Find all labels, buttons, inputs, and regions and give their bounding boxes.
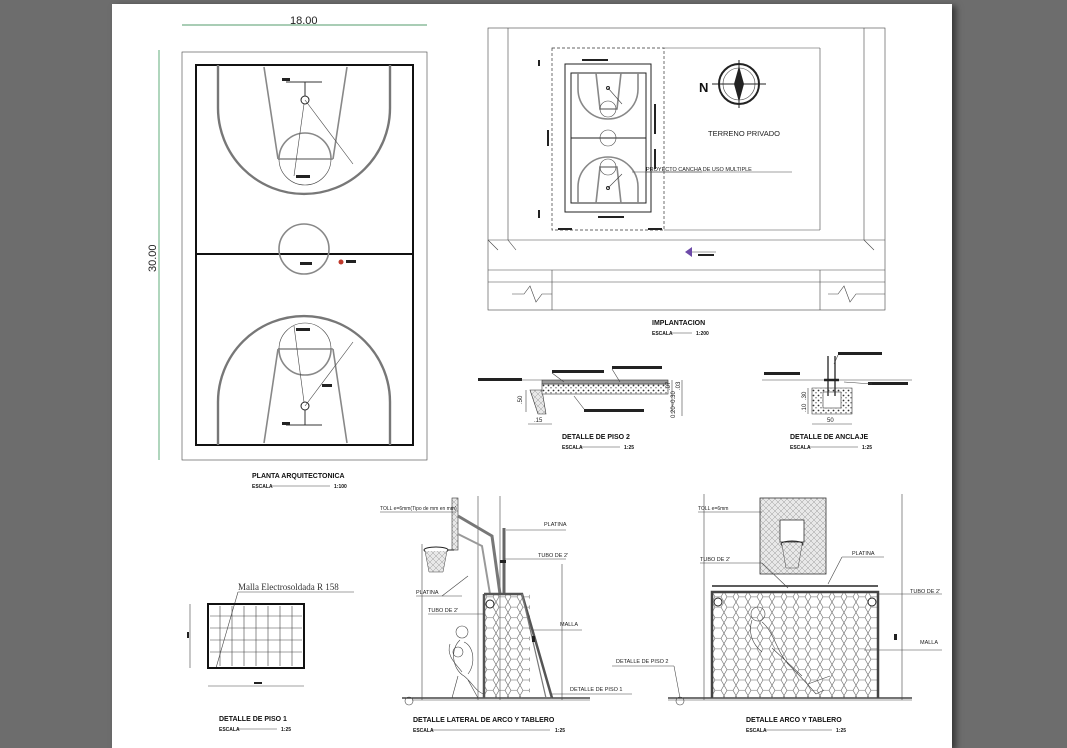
width-dimension: 18.00 bbox=[290, 15, 318, 27]
floor1-scale-value: 1:25 bbox=[281, 727, 291, 733]
front-floor-ref: DETALLE DE PISO 2 bbox=[616, 659, 668, 665]
side-title: DETALLE LATERAL DE ARCO Y TABLERO bbox=[413, 717, 555, 724]
floor2-dim-15: .15 bbox=[534, 418, 543, 424]
side-tubo-left: TUBO DE 2' bbox=[428, 608, 458, 614]
front-platina-label: PLATINA bbox=[852, 551, 875, 557]
front-title: DETALLE ARCO Y TABLERO bbox=[746, 717, 842, 724]
floor-detail-1: Malla Electrosoldada R 158 DETALLE DE PI… bbox=[187, 582, 354, 733]
private-land-label: TERRENO PRIVADO bbox=[708, 129, 780, 138]
north-label: N bbox=[699, 80, 708, 95]
floor2-dim-07: .07 bbox=[666, 381, 672, 390]
side-scale-label: ESCALA bbox=[413, 728, 434, 734]
floor1-scale-label: ESCALA bbox=[219, 727, 240, 733]
floor2-dim-50: .50 bbox=[518, 395, 524, 404]
anchor-detail: .30 .10 50 DETALLE DE ANCLAJE ESCALA 1:2… bbox=[762, 352, 912, 451]
project-label: PROYECTO CANCHA DE USO MULTIPLE bbox=[646, 167, 752, 173]
anchor-title: DETALLE DE ANCLAJE bbox=[790, 434, 869, 441]
side-elevation: TOLL e=6mm(Tipo de mm en mm) PLATINA TUB… bbox=[380, 496, 632, 734]
court-plan: 18.00 30.00 bbox=[147, 15, 428, 490]
cad-drawing: 18.00 30.00 bbox=[147, 15, 942, 734]
side-scale-value: 1:25 bbox=[555, 728, 565, 734]
floor2-title: DETALLE DE PISO 2 bbox=[562, 434, 630, 441]
floor2-scale-label: ESCALA bbox=[562, 445, 583, 451]
site-scale-label: ESCALA bbox=[652, 331, 673, 337]
front-toll-label: TOLL e=6mm bbox=[698, 506, 728, 512]
front-malla-label: MALLA bbox=[920, 640, 938, 646]
anchor-dim-30: .30 bbox=[802, 391, 808, 400]
side-platina-left: PLATINA bbox=[416, 590, 439, 596]
front-tubo-right: TUBO DE 2' bbox=[910, 589, 940, 595]
anchor-scale-label: ESCALA bbox=[790, 445, 811, 451]
plan-title: PLANTA ARQUITECTONICA bbox=[252, 473, 345, 480]
side-floor-ref: DETALLE DE PISO 1 bbox=[570, 687, 622, 693]
side-malla-label: MALLA bbox=[560, 622, 578, 628]
anchor-dim-10: .10 bbox=[802, 403, 808, 412]
floor2-dim-range: 0.20~0.30 bbox=[671, 390, 677, 418]
front-elevation: TOLL e=6mm TUBO DE 2' PLATINA TUBO DE 2'… bbox=[612, 494, 942, 734]
anchor-scale-value: 1:25 bbox=[862, 445, 872, 451]
front-scale-label: ESCALA bbox=[746, 728, 767, 734]
floor2-dim-03: .03 bbox=[676, 381, 682, 390]
front-scale-value: 1:25 bbox=[836, 728, 846, 734]
site-title: IMPLANTACION bbox=[652, 320, 705, 327]
anchor-dim-50: 50 bbox=[827, 418, 834, 424]
site-plan: PROYECTO CANCHA DE USO MULTIPLE N TERREN… bbox=[487, 27, 886, 337]
drawing-sheet: 18.00 30.00 bbox=[112, 4, 952, 748]
front-tubo-left: TUBO DE 2' bbox=[700, 557, 730, 563]
plan-scale-value: 1:100 bbox=[334, 484, 347, 490]
side-toll-label: TOLL e=6mm(Tipo de mm en mm) bbox=[380, 506, 457, 512]
side-platina-top: PLATINA bbox=[544, 522, 567, 528]
floor-detail-2: .50 .15 .07 .03 0.20~0.30 DETALLE DE PIS… bbox=[478, 366, 683, 451]
floor2-scale-value: 1:25 bbox=[624, 445, 634, 451]
site-scale-value: 1:200 bbox=[696, 331, 709, 337]
floor1-title: DETALLE DE PISO 1 bbox=[219, 716, 287, 723]
mesh-label: Malla Electrosoldada R 158 bbox=[238, 582, 339, 592]
side-tubo-top: TUBO DE 2' bbox=[538, 553, 568, 559]
plan-scale-label: ESCALA bbox=[252, 484, 273, 490]
length-dimension: 30.00 bbox=[147, 244, 159, 272]
